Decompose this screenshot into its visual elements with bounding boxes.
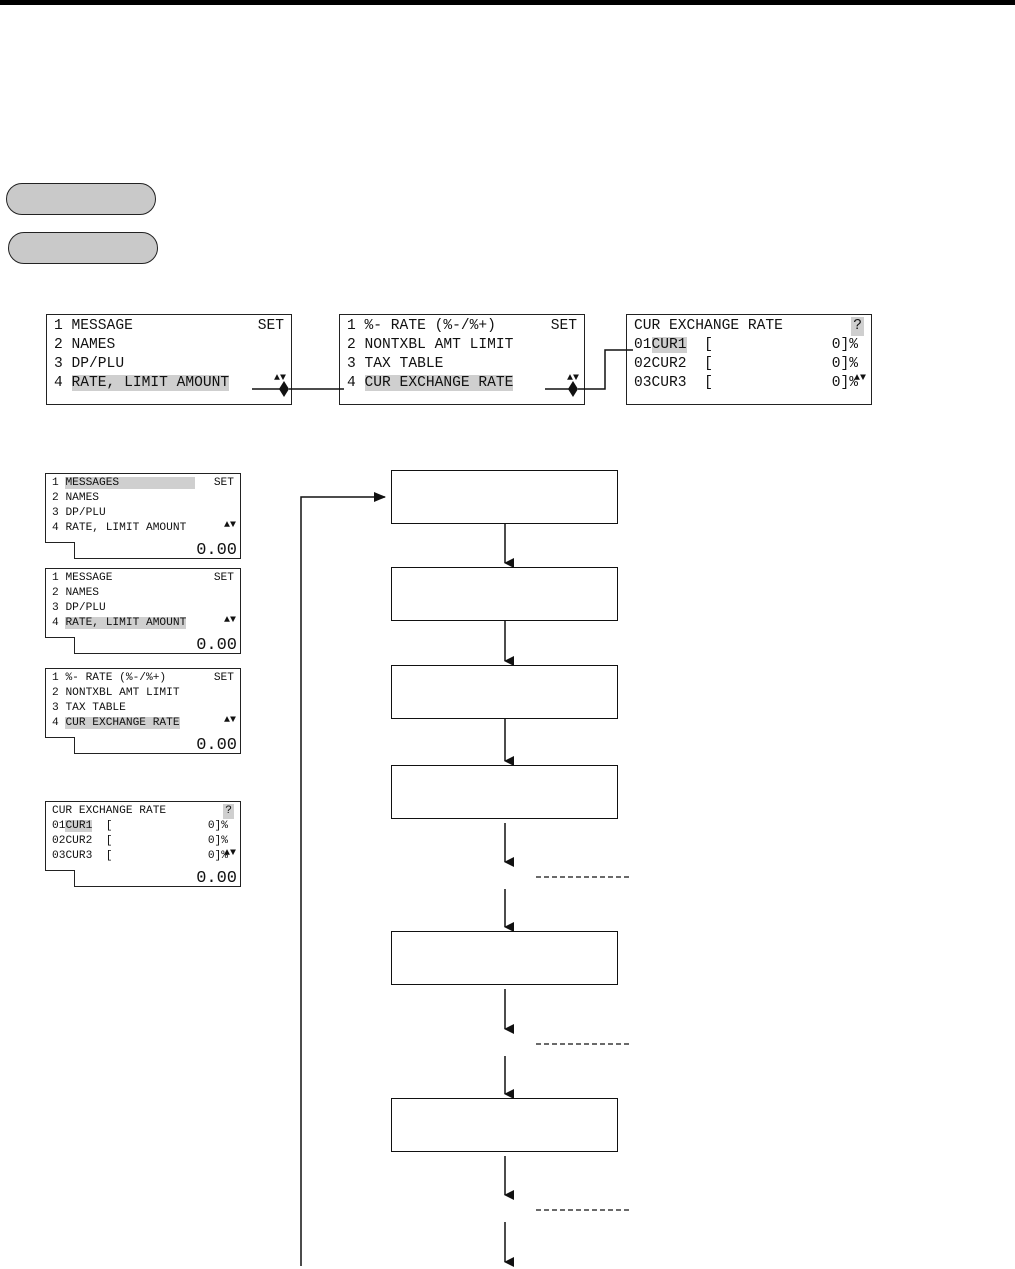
menu-row: 3 TAX TABLE (347, 356, 444, 372)
currency-row: 03CUR3 [0]%▲▼ (634, 373, 866, 392)
amount-display: 0.00 (74, 870, 241, 887)
connector-line (578, 349, 633, 390)
amount-display: 0.00 (74, 542, 241, 559)
mode-key-pill-2 (8, 232, 158, 264)
menu-row: 2 NONTXBL AMT LIMIT (347, 337, 514, 353)
side-panel-4: CUR EXCHANGE RATE? 01CUR1 [0]% 02CUR2 [0… (45, 801, 241, 871)
scroll-arrows-icon: ▲▼ (223, 715, 236, 726)
question-badge: ? (223, 804, 234, 819)
loop-back-arrow (300, 492, 386, 1266)
flow-step-box-1 (391, 470, 618, 524)
scroll-arrows-icon: ▲▼ (566, 373, 579, 384)
flow-step-box-6 (391, 1098, 618, 1152)
menu-row: 2 NAMES (54, 337, 116, 353)
currency-row: 01CUR1 [0]% (634, 337, 858, 353)
scroll-arrows-icon: ▲▼ (853, 373, 866, 384)
diamond-icon (568, 381, 578, 397)
currency-row: 02CUR2 [0]% (634, 356, 858, 372)
menu-row-selected: 4 RATE, LIMIT AMOUNT▲▼ (54, 373, 286, 391)
flow-step-box-5 (391, 931, 618, 985)
amount-display: 0.00 (74, 637, 241, 654)
top-rule (0, 0, 1015, 5)
scroll-arrows-icon: ▲▼ (223, 615, 236, 626)
side-panel-3: 1 %- RATE (%-/%+)SET 2 NONTXBL AMT LIMIT… (45, 668, 241, 738)
mode-key-pill-1 (6, 183, 156, 215)
top-panel-rate-menu: 1 %- RATE (%-/%+)SET 2 NONTXBL AMT LIMIT… (339, 314, 585, 405)
panel-title-row: CUR EXCHANGE RATE? (634, 317, 864, 336)
scroll-arrows-icon: ▲▼ (273, 373, 286, 384)
menu-row: 3 DP/PLU (54, 356, 125, 372)
scroll-arrows-icon: ▲▼ (223, 520, 236, 531)
amount-display: 0.00 (74, 737, 241, 754)
menu-row-selected: 4 CUR EXCHANGE RATE▲▼ (347, 373, 579, 391)
menu-row: 1 %- RATE (%-/%+)SET (347, 318, 577, 334)
diamond-icon (279, 381, 289, 397)
scroll-arrows-icon: ▲▼ (223, 848, 236, 859)
top-panel-cur-exchange: CUR EXCHANGE RATE? 01CUR1 [0]% 02CUR2 [0… (626, 314, 872, 405)
question-badge: ? (851, 317, 864, 336)
flow-step-box-3 (391, 665, 618, 719)
